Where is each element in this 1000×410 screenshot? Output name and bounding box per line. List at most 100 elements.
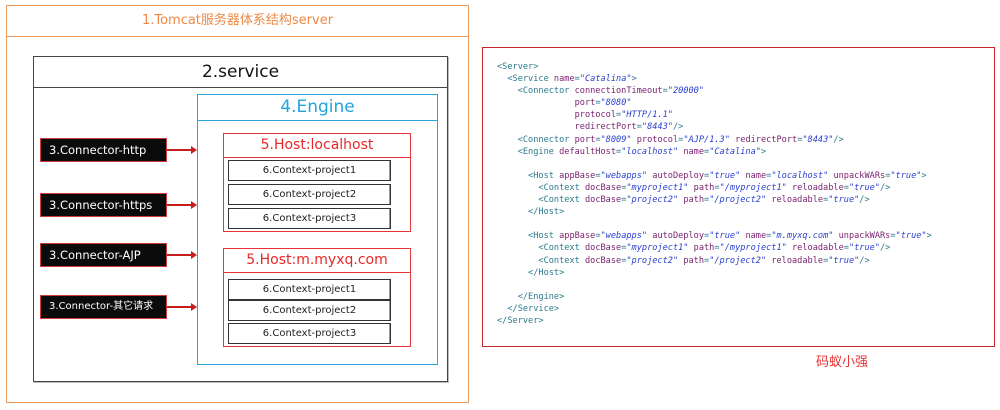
code-token: = bbox=[678, 134, 684, 145]
code-line bbox=[497, 218, 932, 230]
code-token: = bbox=[574, 74, 580, 85]
code-line: <Connector connectionTimeout="20000" bbox=[497, 85, 932, 97]
code-token: > bbox=[760, 146, 767, 157]
code-token: = bbox=[595, 98, 601, 109]
code-token: protocol bbox=[636, 134, 679, 145]
code-token: = bbox=[595, 134, 601, 145]
code-token: /> bbox=[859, 195, 870, 206]
code-token: = bbox=[621, 243, 627, 254]
code-token: = bbox=[636, 122, 642, 133]
code-token: defaultHost bbox=[559, 146, 617, 157]
code-token: reloadable bbox=[792, 243, 844, 254]
code-line: <Context docBase="project2" path="/proje… bbox=[497, 194, 932, 206]
code-line: <Engine defaultHost="localhost" name="Ca… bbox=[497, 146, 932, 158]
connector-other: 3.Connector-其它请求 bbox=[40, 295, 167, 319]
code-token: reloadable bbox=[792, 182, 844, 193]
code-line: <Context docBase="myproject1" path="/myp… bbox=[497, 242, 932, 254]
code-token: name bbox=[683, 146, 705, 157]
code-token: "Catalina" bbox=[709, 146, 761, 157]
code-token: docBase bbox=[584, 255, 622, 266]
code-line: </Engine> bbox=[497, 291, 932, 303]
code-line: <Connector port="8009" protocol="AJP/1.3… bbox=[497, 134, 932, 146]
code-token: "8443" bbox=[641, 122, 673, 133]
server-xml-code: <Server> <Service name="Catalina"> <Conn… bbox=[497, 61, 932, 327]
code-token: unpackWARs bbox=[833, 170, 886, 181]
code-line: </Service> bbox=[497, 303, 932, 315]
code-token: > bbox=[926, 231, 932, 242]
code-token: > bbox=[921, 170, 927, 181]
code-token: protocol bbox=[574, 110, 617, 121]
host-myxq-title: 5.Host:m.myxq.com bbox=[223, 248, 411, 273]
service-title: 2.service bbox=[33, 56, 448, 88]
code-token: = bbox=[704, 146, 710, 157]
code-token: "HTTP/1.1" bbox=[621, 110, 673, 121]
code-token: "true" bbox=[709, 170, 741, 181]
arrow-icon bbox=[167, 146, 197, 154]
code-token: "/project2" bbox=[709, 255, 767, 266]
code-token: /> bbox=[833, 134, 844, 145]
code-token: = bbox=[704, 195, 710, 206]
code-token: = bbox=[595, 170, 601, 181]
context-box: 6.Context-project1 bbox=[228, 160, 391, 181]
code-token: = bbox=[714, 182, 720, 193]
code-token: <Context bbox=[497, 195, 585, 206]
code-token: /> bbox=[879, 182, 891, 193]
code-token: "myproject1" bbox=[626, 182, 689, 193]
code-token: reloadable bbox=[771, 195, 824, 206]
code-token: "/myproject1" bbox=[719, 182, 787, 193]
code-token: "true" bbox=[895, 231, 927, 242]
code-token: = bbox=[621, 195, 627, 206]
code-token: = bbox=[595, 231, 601, 242]
code-token: name bbox=[553, 74, 575, 85]
code-token: "/myproject1" bbox=[719, 243, 787, 254]
code-token: name bbox=[745, 231, 767, 242]
code-token: docBase bbox=[584, 243, 622, 254]
code-token: = bbox=[704, 231, 710, 242]
code-line: port="8080" bbox=[497, 97, 932, 109]
engine-title: 4.Engine bbox=[197, 94, 438, 121]
code-token: redirectPort bbox=[735, 134, 798, 145]
code-line: redirectPort="8443"/> bbox=[497, 121, 932, 133]
host-localhost-title: 5.Host:localhost bbox=[223, 133, 411, 158]
code-token: = bbox=[766, 170, 772, 181]
code-token: "project2" bbox=[626, 195, 679, 206]
code-token: "true" bbox=[890, 170, 922, 181]
code-token: autoDeploy bbox=[652, 170, 705, 181]
code-token: <Connector bbox=[497, 134, 575, 145]
code-token: "localhost" bbox=[621, 146, 679, 157]
code-token: reloadable bbox=[771, 255, 824, 266]
context-box: 6.Context-project2 bbox=[228, 184, 391, 205]
server-title: 1.Tomcat服务器体系结构server bbox=[6, 5, 469, 37]
code-line: <Server> bbox=[497, 61, 932, 73]
code-token: unpackWARs bbox=[838, 231, 891, 242]
code-line: <Service name="Catalina"> bbox=[497, 73, 932, 85]
arrow-icon bbox=[167, 303, 197, 311]
code-token bbox=[497, 98, 575, 108]
arrow-icon bbox=[167, 251, 197, 259]
code-line bbox=[497, 158, 932, 170]
code-line: </Server> bbox=[497, 315, 932, 327]
code-token: = bbox=[843, 243, 849, 254]
code-line: protocol="HTTP/1.1" bbox=[497, 109, 932, 121]
code-token: path bbox=[683, 195, 705, 206]
code-token: </Server> bbox=[497, 315, 544, 326]
code-token: = bbox=[621, 182, 627, 193]
code-token: = bbox=[885, 170, 891, 181]
connector-ajp: 3.Connector-AJP bbox=[40, 243, 167, 267]
code-token: = bbox=[766, 231, 772, 242]
code-token: = bbox=[890, 231, 896, 242]
code-token: path bbox=[693, 243, 715, 254]
code-token: = bbox=[616, 146, 622, 157]
code-token: </Service> bbox=[497, 303, 560, 314]
code-token: "Catalina" bbox=[579, 74, 632, 85]
code-token: name bbox=[745, 170, 767, 181]
code-token: "myproject1" bbox=[626, 243, 689, 254]
code-token: = bbox=[823, 195, 829, 206]
code-token: "localhost" bbox=[771, 170, 829, 181]
code-token: path bbox=[693, 182, 715, 193]
code-token: </Host> bbox=[497, 267, 565, 278]
code-token: appBase bbox=[559, 170, 596, 181]
code-token: "/project2" bbox=[709, 195, 767, 206]
code-token: "true" bbox=[848, 182, 880, 193]
code-token: </Host> bbox=[497, 207, 565, 218]
